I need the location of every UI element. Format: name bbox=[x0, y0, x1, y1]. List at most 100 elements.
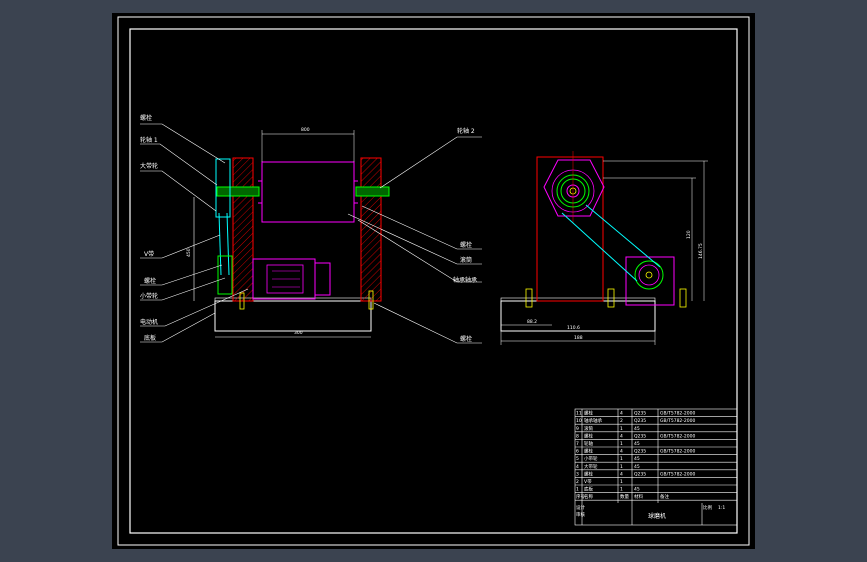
label-shaft-1: 轮轴 1 bbox=[140, 136, 158, 144]
dim-front-left: 450 bbox=[186, 248, 192, 257]
tb-cell-mat: 材料 bbox=[634, 493, 643, 500]
label-small-pulley: 小带轮 bbox=[140, 292, 158, 300]
drum bbox=[261, 161, 355, 223]
tb-cell-qty: 4 bbox=[620, 449, 623, 455]
tb-cell-name: 滚筒 bbox=[584, 425, 593, 432]
tb-cell-std: GB/T5782-2000 bbox=[660, 411, 696, 417]
dim-front-bottom: 300 bbox=[294, 330, 303, 336]
side-motor bbox=[625, 256, 675, 306]
tb-cell-no: 5 bbox=[576, 456, 579, 462]
tb-cell-mat: 45 bbox=[634, 487, 640, 493]
tb-scale: 1:1 bbox=[718, 505, 725, 511]
tb-cell-no: 10 bbox=[576, 418, 582, 424]
label-base-plate: 底板 bbox=[144, 334, 156, 342]
title-block bbox=[574, 408, 738, 526]
tb-scale-label: 比例 bbox=[703, 504, 712, 511]
tb-cell-name: 螺栓 bbox=[584, 410, 593, 417]
tb-cell-mat: 45 bbox=[634, 441, 640, 447]
tb-cell-no: 11 bbox=[576, 411, 582, 417]
tb-cell-qty: 1 bbox=[620, 456, 623, 462]
base-plate bbox=[214, 300, 372, 332]
tb-cell-mat: 45 bbox=[634, 456, 640, 462]
cad-drawing: 800 450 300 螺栓 轮轴 1 大带轮 V带 螺栓 小带轮 电动机 底板… bbox=[117, 16, 750, 546]
tb-cell-name: 轴承轴承 bbox=[584, 417, 602, 424]
tb-cell-no: 9 bbox=[576, 426, 579, 432]
big-pulley bbox=[215, 158, 231, 218]
label-shaft-2: 轮轴 2 bbox=[457, 127, 475, 135]
tb-cell-no: 3 bbox=[576, 471, 579, 477]
right-support bbox=[360, 157, 382, 302]
tb-cell-name: 名称 bbox=[584, 493, 593, 500]
dim-side-b3: 188 bbox=[574, 335, 583, 341]
tb-cell-mat: 45 bbox=[634, 426, 640, 432]
tb-cell-name: V带 bbox=[584, 479, 592, 485]
right-labels: 轮轴 2 螺栓 滚筒 轴承轴承 螺栓 bbox=[453, 127, 477, 343]
tb-cell-name: 螺栓 bbox=[584, 448, 593, 455]
front-view bbox=[193, 130, 390, 338]
label-drum: 滚筒 bbox=[460, 256, 472, 264]
tb-cell-no: 2 bbox=[576, 479, 579, 485]
tb-cell-qty: 1 bbox=[620, 464, 623, 470]
tb-cell-qty: 1 bbox=[620, 487, 623, 493]
tb-cell-no: 6 bbox=[576, 449, 579, 455]
left-shaft bbox=[216, 186, 260, 197]
label-v-belt: V带 bbox=[144, 250, 154, 258]
inner-frame bbox=[129, 28, 738, 534]
tb-cell-name: 螺栓 bbox=[584, 470, 593, 477]
tb-title: 球磨机 bbox=[648, 512, 666, 520]
tb-cell-mat: Q235 bbox=[634, 449, 646, 455]
dim-side-r1: 120 bbox=[686, 230, 692, 239]
dim-side-r2: 146.75 bbox=[698, 243, 704, 259]
tb-drawn: 设计 bbox=[576, 504, 585, 511]
side-view bbox=[500, 151, 708, 345]
label-bolt-3: 螺栓 bbox=[460, 241, 472, 249]
side-frame bbox=[536, 156, 604, 302]
tb-cell-mat: Q235 bbox=[634, 418, 646, 424]
left-leaders bbox=[140, 123, 249, 343]
tb-cell-mat: 45 bbox=[634, 464, 640, 470]
tb-cell-no: 1 bbox=[576, 487, 579, 493]
tb-cell-qty: 2 bbox=[620, 418, 623, 424]
tb-cell-name: 轮轴 bbox=[584, 440, 593, 447]
label-motor: 电动机 bbox=[140, 318, 158, 326]
tb-cell-no: 序号 bbox=[576, 493, 585, 500]
tb-cell-std: GB/T5782-2000 bbox=[660, 449, 696, 455]
label-bolt-4: 螺栓 bbox=[460, 335, 472, 343]
tb-cell-name: 小带轮 bbox=[584, 455, 598, 462]
tb-cell-qty: 4 bbox=[620, 433, 623, 439]
dim-front-top: 800 bbox=[301, 127, 310, 133]
tb-cell-mat: Q235 bbox=[634, 411, 646, 417]
tb-cell-mat: Q235 bbox=[634, 471, 646, 477]
tb-cell-qty: 1 bbox=[620, 479, 623, 485]
left-labels: 螺栓 轮轴 1 大带轮 V带 螺栓 小带轮 电动机 底板 bbox=[140, 114, 158, 342]
tb-cell-name: 螺栓 bbox=[584, 432, 593, 439]
tb-cell-std: GB/T5782-2000 bbox=[660, 433, 696, 439]
tb-cell-qty: 1 bbox=[620, 426, 623, 432]
left-support bbox=[232, 157, 254, 302]
drum-hexagon bbox=[543, 159, 605, 217]
tb-cell-std: 备注 bbox=[660, 493, 669, 500]
tb-cell-no: 4 bbox=[576, 464, 579, 470]
small-pulley bbox=[217, 255, 233, 295]
right-leaders bbox=[347, 136, 482, 344]
tb-cell-name: 大带轮 bbox=[584, 463, 598, 470]
tb-cell-std: GB/T5782-2000 bbox=[660, 471, 696, 477]
tb-cell-qty: 4 bbox=[620, 471, 623, 477]
tb-cell-mat: Q235 bbox=[634, 433, 646, 439]
dim-side-b2: 110.6 bbox=[567, 325, 580, 331]
drawing-viewport[interactable]: 800 450 300 螺栓 轮轴 1 大带轮 V带 螺栓 小带轮 电动机 底板… bbox=[112, 13, 755, 549]
label-bearing: 轴承轴承 bbox=[453, 276, 477, 284]
tb-cell-qty: 4 bbox=[620, 411, 623, 417]
label-bolt-1: 螺栓 bbox=[140, 114, 152, 122]
tb-cell-qty: 1 bbox=[620, 441, 623, 447]
tb-cell-std: GB/T5782-2000 bbox=[660, 418, 696, 424]
outer-frame bbox=[117, 16, 750, 546]
tb-cell-qty: 数量 bbox=[620, 493, 629, 500]
label-bolt-2: 螺栓 bbox=[144, 277, 156, 285]
right-shaft bbox=[355, 186, 390, 197]
dim-side-b1: 88.2 bbox=[527, 319, 537, 325]
tb-cell-no: 7 bbox=[576, 441, 579, 447]
tb-cell-name: 底板 bbox=[584, 486, 593, 493]
tb-checked: 审核 bbox=[576, 511, 585, 518]
